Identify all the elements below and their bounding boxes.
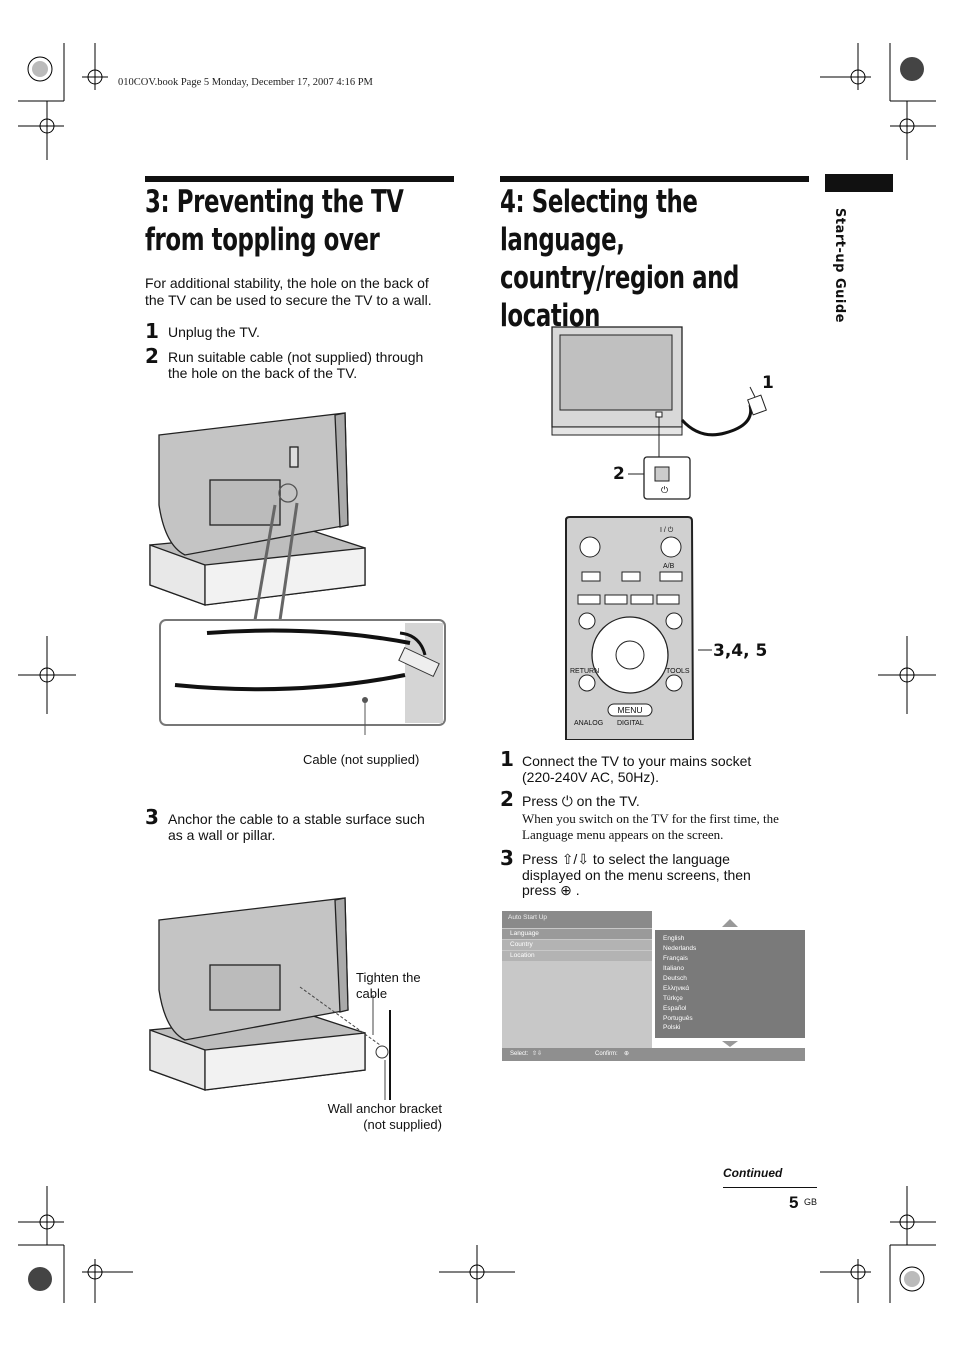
- digital-label: DIGITAL: [617, 720, 644, 727]
- menu-footer: Select: ⇧⇩ Confirm: ⊕: [502, 1048, 805, 1061]
- select-hint: Select:: [510, 1051, 529, 1057]
- language-option[interactable]: Türkçe: [663, 995, 683, 1002]
- menu-item-country[interactable]: Country: [502, 940, 652, 950]
- up-down-icon: ⇧⇩: [532, 1051, 543, 1057]
- menu-item-language[interactable]: Language: [502, 929, 652, 939]
- step-text: Anchor the cable to a stable surface suc…: [168, 811, 425, 843]
- cable-caption: Cable (not supplied): [303, 752, 420, 767]
- page-number: 5: [789, 1193, 799, 1212]
- callout-3-4-5: 3,4, 5: [713, 641, 768, 661]
- section-3-intro: For additional stability, the hole on th…: [145, 275, 432, 308]
- tv-wall-anchor-illustration: [149, 897, 391, 1100]
- scroll-up-icon[interactable]: [722, 919, 738, 927]
- svg-text:⏻: ⏻: [661, 485, 668, 496]
- tools-label: TOOLS: [666, 668, 690, 675]
- ab-label: A/B: [663, 563, 675, 570]
- step-text: Unplug the TV.: [168, 324, 260, 340]
- step-text: Press ⇧/⇩ to select the language display…: [522, 851, 751, 898]
- sidebar-section-label: Start-up Guide: [832, 208, 847, 323]
- confirm-icon: ⊕: [560, 882, 572, 898]
- menu-screen: Auto Start Up Language Country Location …: [502, 911, 805, 1061]
- step-number: 2: [500, 787, 514, 811]
- tv-front-illustration: ⏻: [551, 326, 767, 500]
- language-option[interactable]: Español: [663, 1005, 687, 1012]
- step-number: 3: [145, 805, 159, 829]
- up-arrow-icon: ⇧: [561, 851, 574, 867]
- step-text: Connect the TV to your mains socket(220-…: [522, 753, 752, 785]
- power-label: I / ⏻: [660, 527, 674, 534]
- language-option[interactable]: Français: [663, 955, 688, 962]
- language-option[interactable]: Polski: [663, 1024, 681, 1031]
- step-text: Run suitable cable (not supplied) throug…: [168, 349, 424, 381]
- return-label: RETURN: [570, 668, 600, 675]
- confirm-hint: Confirm:: [595, 1051, 618, 1057]
- language-option[interactable]: Português: [663, 1015, 693, 1022]
- step-number: 1: [145, 319, 159, 343]
- page-suffix: GB: [804, 1197, 818, 1207]
- menu-button-label: MENU: [617, 705, 643, 715]
- language-option[interactable]: English: [663, 935, 685, 942]
- callout-1: 1: [762, 373, 774, 393]
- language-option[interactable]: Ελληνικά: [663, 985, 690, 992]
- step-number: 2: [145, 344, 159, 368]
- tv-cable-illustration: [149, 412, 446, 735]
- callout-line: [698, 649, 712, 651]
- scroll-down-icon[interactable]: [722, 1041, 738, 1047]
- bracket-caption: Wall anchor bracket(not supplied): [327, 1101, 442, 1132]
- remote-control: [565, 516, 695, 740]
- section-rule: [145, 176, 454, 182]
- callout-2: 2: [613, 464, 625, 484]
- confirm-icon: ⊕: [624, 1051, 630, 1057]
- menu-title: Auto Start Up: [502, 911, 652, 928]
- analog-label: ANALOG: [574, 720, 604, 727]
- step-note: When you switch on the TV for the first …: [522, 811, 779, 842]
- language-option[interactable]: Deutsch: [663, 975, 687, 982]
- section-rule: [500, 176, 809, 182]
- language-option[interactable]: Nederlands: [663, 945, 697, 952]
- step-number: 1: [500, 747, 514, 771]
- section-4-title: 4: Selecting the language,country/region…: [500, 184, 739, 334]
- print-header: 010COV.book Page 5 Monday, December 17, …: [118, 77, 373, 88]
- power-icon: ⏻: [561, 793, 573, 809]
- language-option[interactable]: Italiano: [663, 965, 684, 972]
- down-arrow-icon: ⇩: [577, 851, 590, 867]
- menu-item-location[interactable]: Location: [502, 951, 652, 961]
- language-list: English Nederlands Français Italiano Deu…: [655, 930, 805, 1038]
- step-number: 3: [500, 846, 514, 870]
- section-tab: [825, 174, 893, 192]
- step-text: Press ⏻ on the TV.: [522, 793, 640, 809]
- continued-label: Continued: [723, 1166, 783, 1180]
- footer-rule: [723, 1187, 817, 1188]
